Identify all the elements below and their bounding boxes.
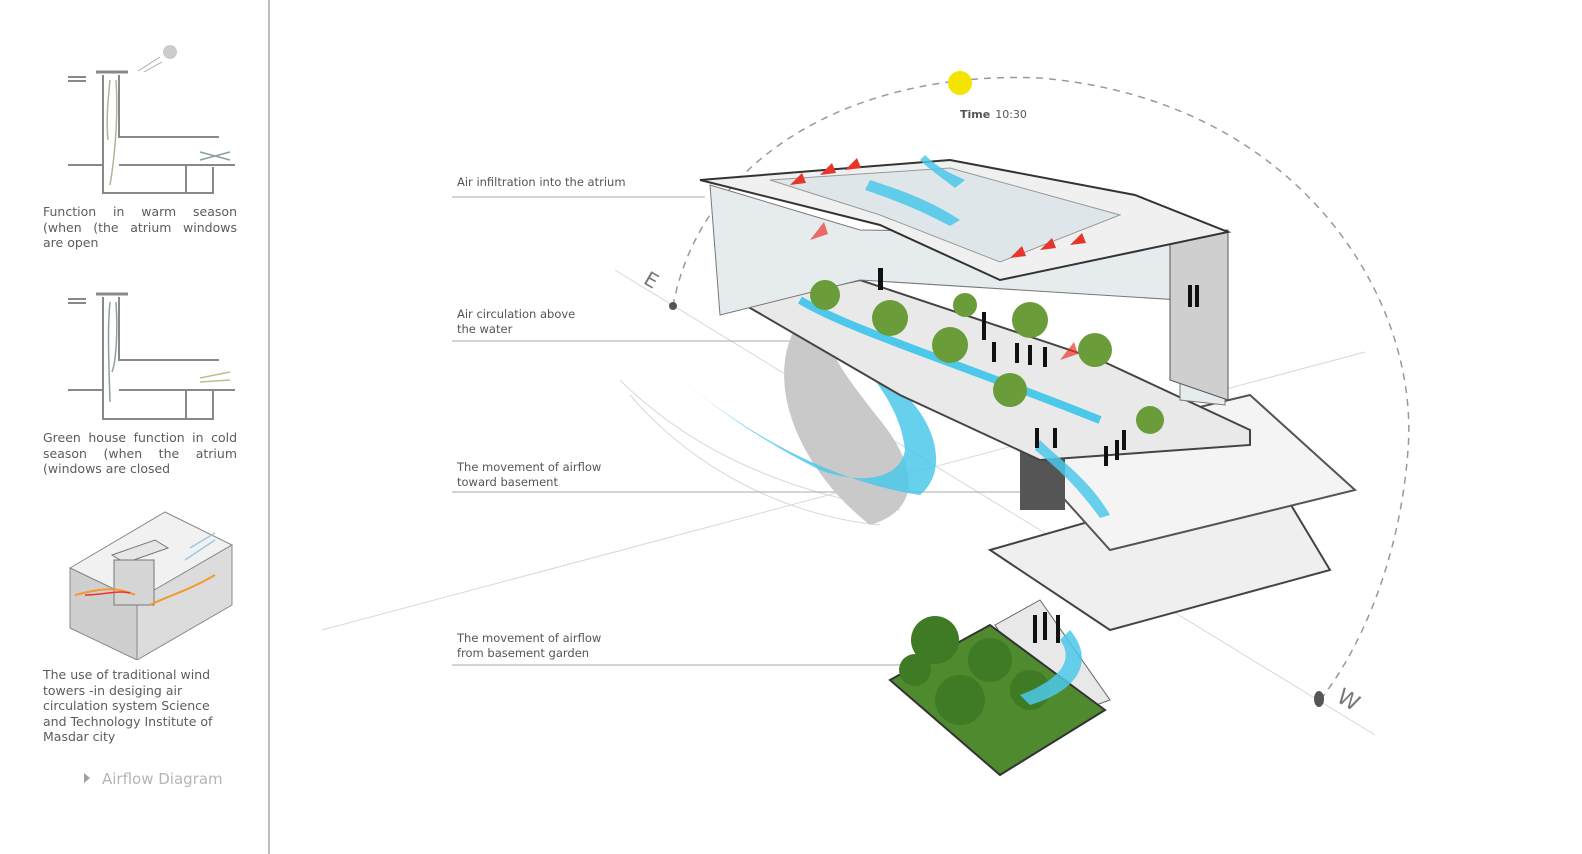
- time-label: Time: [960, 108, 991, 121]
- label-airflow-garden: The movement of airflow from basement ga…: [457, 631, 602, 660]
- garden-airflow-arrow: [1020, 630, 1082, 705]
- caret-right-icon: [84, 773, 90, 783]
- warm-season-caption: Function in warm season (when (the atriu…: [43, 204, 237, 250]
- cold-season-section-diagram: [68, 272, 235, 420]
- warm-season-section-diagram: [68, 45, 235, 194]
- airflow-diagram-nav-link[interactable]: Airflow Diagram: [84, 770, 223, 788]
- time-value: 10:30: [995, 108, 1027, 121]
- sidebar-divider: [268, 0, 270, 854]
- sidebar-diagrams: [68, 45, 235, 660]
- west-marker: [1314, 691, 1324, 707]
- sun-path-arc: [672, 76, 1410, 701]
- label-air-infiltration: Air infiltration into the atrium: [457, 175, 626, 189]
- label-airflow-basement: The movement of airflow toward basement: [457, 460, 602, 489]
- building-right-block: [1169, 229, 1229, 401]
- warm-air-arrows: [790, 158, 1086, 360]
- wind-tower-caption: The use of traditional wind towers -in d…: [43, 667, 213, 744]
- water-channel: [797, 296, 1102, 424]
- nav-label: Airflow Diagram: [102, 770, 223, 788]
- people-silhouettes: [878, 268, 1199, 643]
- time-readout: Time 10:30: [960, 108, 1027, 121]
- building-floor-plate: [742, 278, 1251, 462]
- cool-air-arrows: [865, 155, 1110, 518]
- east-marker: [669, 302, 677, 310]
- wind-tower-isometric-diagram: [68, 511, 234, 660]
- atrium-trees: [810, 280, 1164, 434]
- airflow-shadow: [784, 320, 909, 525]
- cold-season-caption: Green house function in cold season (whe…: [43, 430, 237, 476]
- sun-icon: [948, 71, 972, 95]
- label-air-circulation-water: Air circulation above the water: [457, 307, 576, 336]
